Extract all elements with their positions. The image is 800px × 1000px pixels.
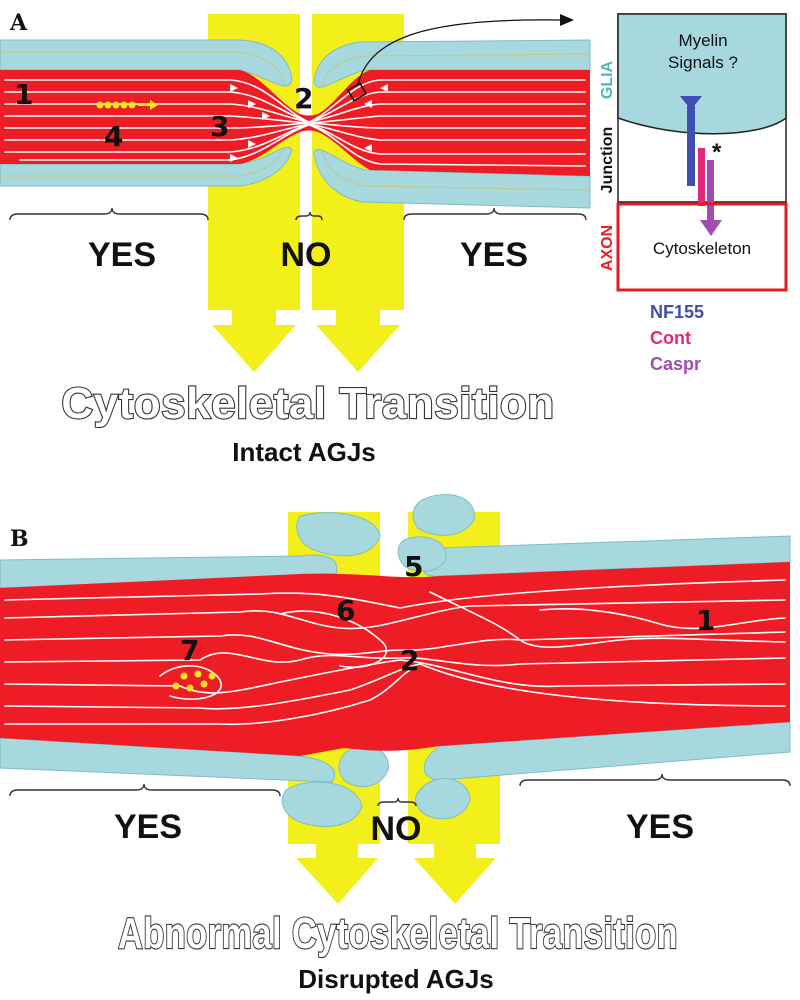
panel-b-myelin-bottom-right: [423, 721, 791, 781]
panel-a-myelin-top-left: [0, 39, 293, 87]
inset-asterisk: *: [712, 139, 722, 166]
inset-axon-label: AXON: [599, 225, 616, 271]
panel-b-brace-center: [377, 797, 417, 807]
panel-a-brace-left: [9, 207, 209, 221]
panel-a-subtitle: Intact AGJs: [232, 437, 376, 467]
panel-a-marker-3: 3: [210, 110, 229, 143]
panel-a-region-right: YES: [460, 236, 528, 274]
panel-b-letter: B: [10, 526, 29, 552]
inset-axon-box: [616, 202, 788, 292]
panel-b-subtitle: Disrupted AGJs: [298, 964, 494, 994]
inset-caspr-bar: [707, 160, 714, 222]
panel-b-arrow-left: [296, 838, 378, 904]
panel-b-marker-1: 1: [696, 604, 715, 637]
panel-a-vesicle-transport: [96, 100, 158, 110]
panel-b-region-center: NO: [371, 810, 422, 848]
panel-a-callout-box: [346, 82, 368, 102]
panel-b-marker-2: 2: [400, 644, 419, 677]
panel-a-brace-right: [403, 207, 587, 221]
panel-a-marker-2: 2: [294, 82, 313, 115]
inset-nf155-head: [680, 96, 702, 110]
panel-a-paranodal-loops: [0, 51, 591, 191]
panel-b-myelin-bottom-left: [0, 737, 336, 783]
panel-b-region-left: YES: [114, 808, 182, 846]
panel-a-title: Cytoskeletal Transition: [61, 379, 554, 428]
inset-caspr-arrowhead: [700, 220, 722, 236]
panel-b-brace-right: [519, 773, 791, 787]
panel-a-myelin-top-right: [313, 39, 591, 88]
panel-a-callout-arrowhead: [560, 14, 574, 26]
panel-a-region-left: YES: [88, 236, 156, 274]
panel-a-axon: [0, 70, 590, 176]
inset-myelin-line1: Myelin: [678, 31, 727, 50]
legend-cont: Cont: [650, 328, 691, 348]
panel-a-arrow-right: [316, 305, 400, 372]
panel-b-brace-left: [9, 783, 281, 797]
inset-cytoskeleton-label: Cytoskeleton: [653, 239, 751, 258]
panel-b-arrow-right: [414, 838, 496, 904]
panel-a-brace-center: [295, 211, 323, 221]
panel-a-arrow-left: [212, 305, 296, 372]
legend-caspr: Caspr: [650, 354, 701, 374]
inset-nf155-bar: [687, 106, 695, 186]
panel-b-marker-6: 6: [336, 594, 355, 627]
inset-junction-label: Junction: [599, 127, 616, 194]
panel-a-letter: A: [9, 10, 28, 36]
panel-a-junction-markers: [230, 84, 388, 162]
inset-cont-bar: [698, 148, 705, 206]
legend-nf155: NF155: [650, 302, 704, 322]
panel-a-marker-1: 1: [14, 78, 33, 111]
panel-b-fibers: [4, 579, 786, 726]
panel-b-title: Abnormal Cytoskeletal Transition: [118, 909, 678, 958]
panel-b-vesicle-cluster: [172, 670, 216, 692]
panel-b-marker-5: 5: [404, 550, 423, 583]
panel-a-marker-4: 4: [104, 120, 123, 153]
panel-a-region-center: NO: [281, 236, 332, 274]
inset-glia-shape: [617, 13, 787, 135]
inset: Myelin Signals ? * Cytoskeleton GLIA Jun…: [599, 13, 788, 374]
panel-b-paranodal-loops: [281, 493, 475, 827]
panel-b-axon: [0, 562, 790, 756]
panel-a-callout-connector: [357, 19, 561, 85]
inset-glia-label: GLIA: [599, 60, 616, 99]
panel-b-region-right: YES: [626, 808, 694, 846]
panel-a-myelin-bottom-right: [313, 149, 591, 209]
inset-myelin-line2: Signals ?: [668, 53, 738, 72]
panel-b-marker-7: 7: [180, 634, 199, 667]
